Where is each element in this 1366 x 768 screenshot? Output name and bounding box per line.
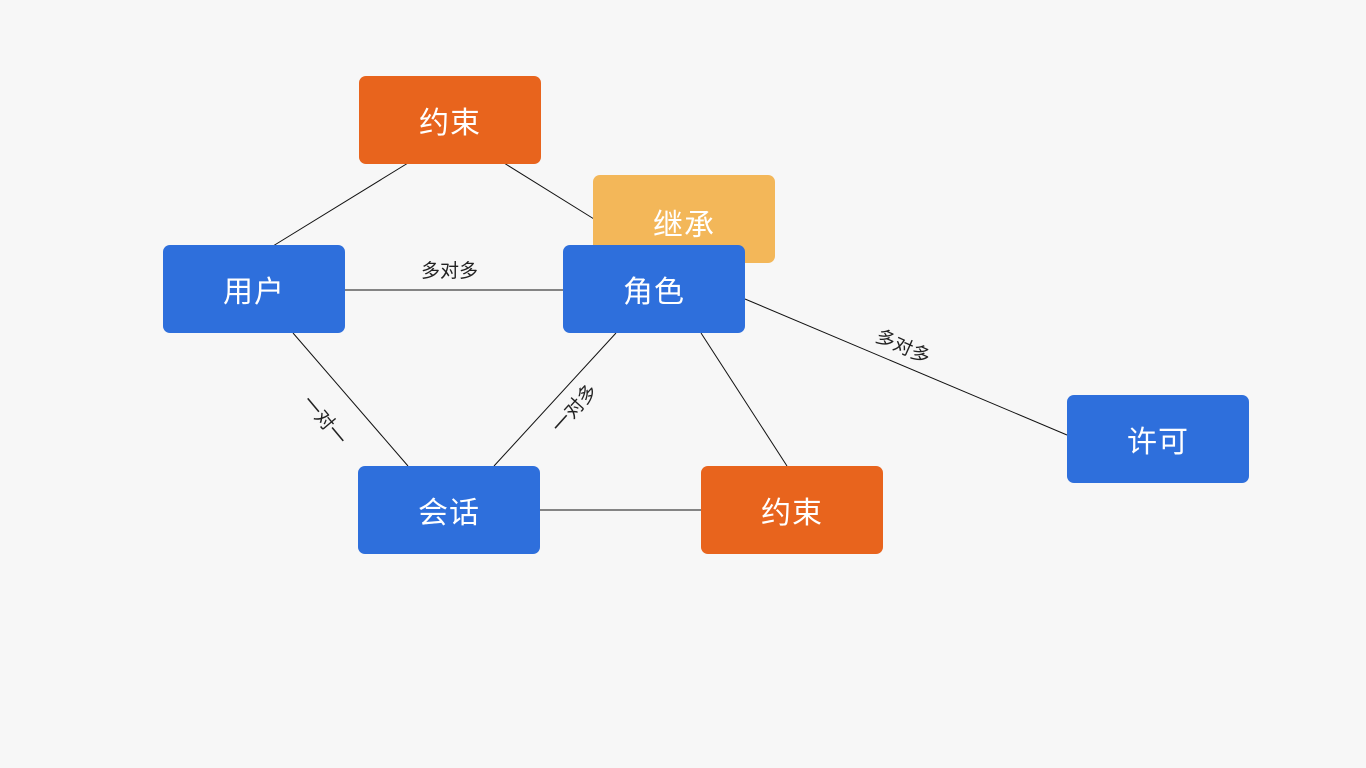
session-node: 会话 (358, 466, 540, 554)
constraint-node-top-label: 约束 (419, 106, 481, 141)
role-node-label: 角色 (623, 275, 685, 310)
edge-constraint-user (272, 162, 409, 247)
permission-node: 许可 (1067, 395, 1249, 483)
edge-constraint-inherit (503, 162, 595, 220)
role-node: 角色 (563, 245, 745, 333)
session-node-label: 会话 (418, 496, 480, 531)
edge-user-session (292, 332, 409, 467)
permission-node-label: 许可 (1127, 425, 1189, 460)
constraint-node-bottom: 约束 (701, 466, 883, 554)
constraint-node-bottom-label: 约束 (761, 496, 823, 531)
edge-role-constraint (700, 332, 788, 467)
edge-label-user-role: 多对多 (421, 260, 479, 282)
user-node-label: 用户 (223, 275, 285, 310)
edge-role-permission (744, 298, 1068, 436)
inherit-node-label: 继承 (653, 208, 715, 243)
edge-role-session (493, 332, 617, 467)
constraint-node-top: 约束 (359, 76, 541, 164)
user-node: 用户 (163, 245, 345, 333)
